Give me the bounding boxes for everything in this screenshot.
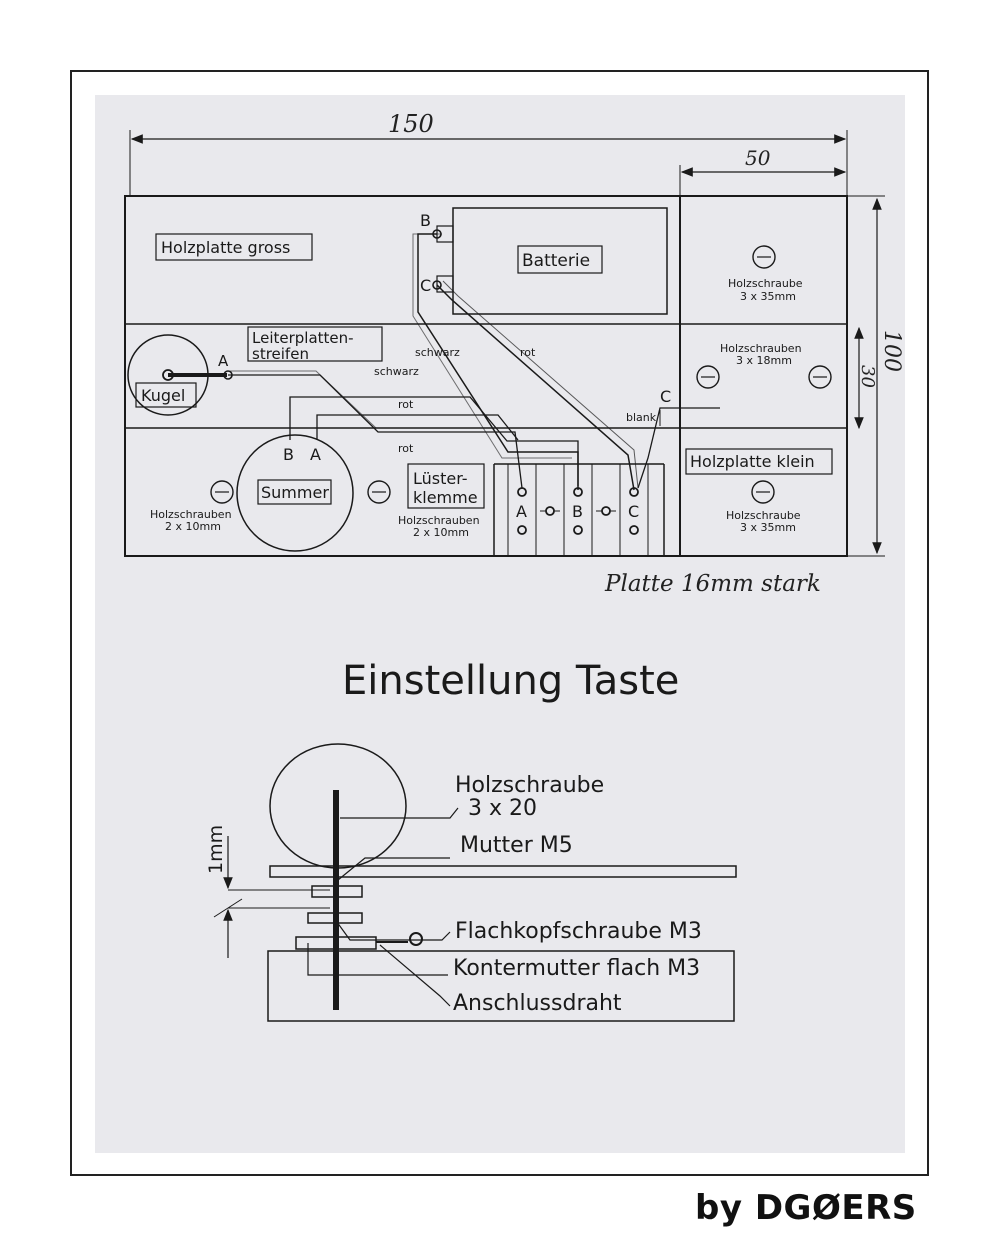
wire-label-rot-3: rot [398,442,414,455]
wire-label-rot-2: rot [398,398,414,411]
label-holzplatte-klein: Holzplatte klein [690,452,815,471]
label-holzplatte-gross: Holzplatte gross [161,238,290,257]
label-leiterplatten-1: Leiterplatten- [252,329,354,347]
label-kugel: Kugel [141,386,185,405]
screw-left-name: Holzschrauben [150,508,232,521]
strip-terminal-a: A [516,502,527,521]
key-detail-drawing [213,743,737,1022]
detail-kontermutter: Kontermutter flach M3 [453,956,700,981]
wire-label-blank: blank [626,411,657,424]
screw-left-size: 2 x 10mm [165,520,221,533]
screw-bottom-name: Holzschraube [726,509,801,522]
screw-mid-size: 3 x 18mm [736,354,792,367]
detail-title: Einstellung Taste [342,658,679,704]
detail-flachkopf: Flachkopfschraube M3 [455,919,702,944]
board-outline [124,195,848,557]
wire-label-schwarz-1: schwarz [415,346,460,359]
thickness-note: Platte 16mm stark [604,571,821,597]
battery-terminal-b: B [420,211,431,230]
strip-terminal-b: B [572,502,583,521]
screw-mid-name: Holzschrauben [720,342,802,355]
summer-terminal-a: A [310,445,321,464]
detail-anschluss: Anschlussdraht [453,991,622,1016]
label-summer: Summer [261,483,329,502]
blank-terminal-c: C [660,387,671,406]
screw-top-name: Holzschraube [728,277,803,290]
dim-middle-height: 30 [857,365,878,388]
detail-mutter: Mutter M5 [460,833,573,858]
screw-center-size: 2 x 10mm [413,526,469,539]
wires [228,233,720,491]
battery-terminal-c: C [420,276,431,295]
screw-bottom-size: 3 x 35mm [740,521,796,534]
label-luester-1: Lüster- [413,469,468,488]
strip-terminal-c: C [628,502,639,521]
summer-terminal-b: B [283,445,294,464]
author-credit: by DGØERS [695,1188,917,1228]
detail-screw-line1: Holzschraube [455,773,604,798]
right-screws [696,245,832,504]
detail-gap: 1mm [205,825,227,874]
label-leiterplatten-2: streifen [252,345,309,363]
label-luester-2: klemme [413,488,478,507]
label-batterie: Batterie [522,251,590,271]
dim-total-width: 150 [388,110,434,138]
dim-right-width: 50 [745,146,771,170]
battery-box [452,207,668,315]
wire-label-schwarz-2: schwarz [374,365,419,378]
wire-label-rot-1: rot [520,346,536,359]
screw-top-size: 3 x 35mm [740,290,796,303]
dimension-lines [129,130,885,557]
screw-center-name: Holzschrauben [398,514,480,527]
kugel-terminal-a: A [218,352,229,370]
detail-screw-line2: 3 x 20 [468,796,537,821]
buzzer-circle [236,434,354,552]
paper-sheet [95,95,905,1153]
dim-height: 100 [879,330,904,372]
